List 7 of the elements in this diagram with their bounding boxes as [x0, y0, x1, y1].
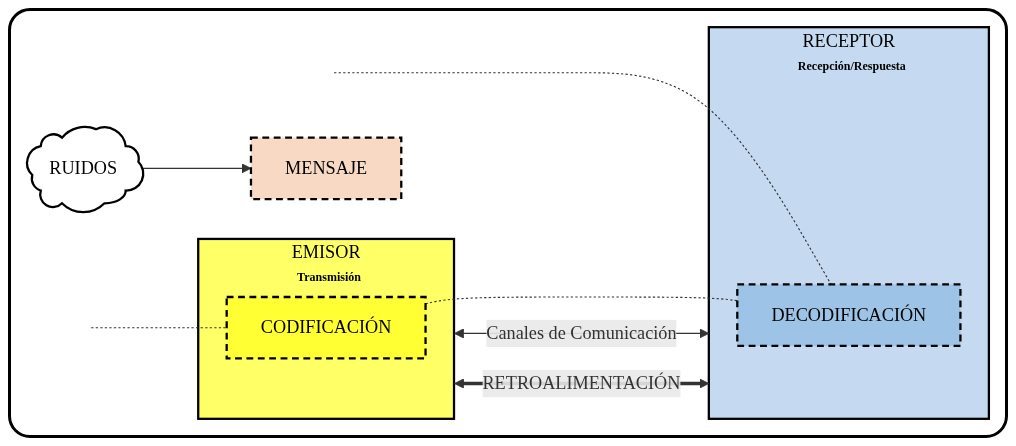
- node-caption: Recepción/Respuesta: [797, 58, 906, 74]
- edge-label: Canales de Comunicación: [486, 323, 677, 343]
- edge-label: RETROALIMENTACIÓN: [482, 373, 681, 393]
- node-box: MENSAJE: [249, 136, 403, 201]
- node-caption: Transmisión: [297, 270, 361, 286]
- node-box: DECODIFICACIÓN: [736, 283, 962, 348]
- node-box: CODIFICACIÓN: [225, 295, 427, 360]
